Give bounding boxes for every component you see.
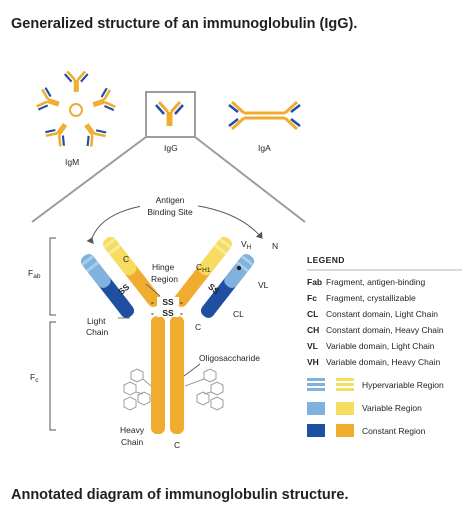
binding-site-dot bbox=[236, 265, 242, 271]
legend-hypervariable-label: Hypervariable Region bbox=[362, 380, 444, 390]
antigen-label-line1: Antigen bbox=[156, 195, 185, 205]
disulfide-bond-hinge-1: SS bbox=[162, 297, 174, 307]
left-light-chain bbox=[81, 254, 135, 318]
fab-label: Fab bbox=[28, 268, 41, 280]
igg-mini-antibody bbox=[154, 100, 185, 128]
igm-label: IgM bbox=[65, 157, 79, 167]
zoom-line-left bbox=[31, 136, 147, 223]
hinge-label-line2: Region bbox=[151, 274, 178, 284]
right-light-chain bbox=[200, 254, 254, 318]
legend-abbr-fab: Fab bbox=[307, 277, 322, 287]
disulfide-bond-hinge-2: SS bbox=[162, 308, 174, 318]
c-terminus-left-label: C bbox=[195, 322, 201, 332]
legend-heading: LEGEND bbox=[307, 255, 345, 265]
c-terminus-bottom-label: C bbox=[174, 440, 180, 450]
legend-abbr-cl: CL bbox=[307, 309, 318, 319]
legend-abbr-vl: VL bbox=[307, 341, 318, 351]
right-heavy-chain-arm bbox=[173, 236, 232, 307]
legend-desc-vh: Variable domain, Heavy Chain bbox=[326, 357, 440, 367]
zoom-line-right bbox=[194, 136, 306, 223]
n-terminus-label: N bbox=[272, 241, 278, 251]
legend-desc-cl: Constant domain, Light Chain bbox=[326, 309, 438, 319]
oligosaccharide-right bbox=[184, 368, 224, 411]
cl-label: CL bbox=[233, 309, 244, 319]
iga-dimer bbox=[228, 100, 301, 131]
legend-desc-ch: Constant domain, Heavy Chain bbox=[326, 325, 444, 335]
oligosaccharide-left bbox=[123, 368, 152, 411]
antigen-label-line2: Binding Site bbox=[147, 207, 193, 217]
vl-label: VL bbox=[258, 280, 269, 290]
svg-text:-: - bbox=[180, 297, 183, 307]
swatch-constant bbox=[307, 424, 354, 437]
light-chain-label-line1: Light bbox=[87, 316, 106, 326]
legend-desc-vl: Variable domain, Light Chain bbox=[326, 341, 435, 351]
swatch-hypervariable bbox=[307, 378, 354, 391]
c-terminus-right-label: C bbox=[123, 254, 129, 264]
iga-label: IgA bbox=[258, 143, 271, 153]
light-chain-label-line2: Chain bbox=[86, 327, 108, 337]
figure-caption: Annotated diagram of immunoglobulin stru… bbox=[11, 487, 349, 503]
svg-text:-: - bbox=[151, 308, 154, 318]
igm-pentamer bbox=[34, 70, 118, 150]
svg-text:-: - bbox=[151, 297, 154, 307]
fc-label: Fc bbox=[30, 372, 39, 384]
fc-bracket bbox=[49, 321, 56, 431]
igg-label: IgG bbox=[164, 143, 178, 153]
vh-label: VH bbox=[241, 239, 252, 251]
legend-desc-fc: Fragment, crystallizable bbox=[326, 293, 416, 303]
legend-variable-label: Variable Region bbox=[362, 403, 422, 413]
figure-title: Generalized structure of an immunoglobul… bbox=[11, 16, 358, 32]
heavy-chain-label-line2: Chain bbox=[121, 437, 143, 447]
legend: LEGEND Fab Fragment, antigen-binding Fc … bbox=[307, 255, 462, 437]
hinge-label-line1: Hinge bbox=[152, 262, 174, 272]
igg-highlight-box bbox=[145, 91, 196, 138]
svg-text:-: - bbox=[180, 308, 183, 318]
legend-abbr-fc: Fc bbox=[307, 293, 317, 303]
heavy-chain-label-line1: Heavy bbox=[120, 425, 145, 435]
legend-desc-fab: Fragment, antigen-binding bbox=[326, 277, 426, 287]
heavy-chain-stem bbox=[151, 316, 184, 434]
legend-abbr-ch: CH bbox=[307, 325, 319, 335]
oligosaccharide-label: Oligosaccharide bbox=[199, 353, 260, 363]
legend-abbr-vh: VH bbox=[307, 357, 319, 367]
swatch-variable bbox=[307, 402, 354, 415]
ch1-label: CH1 bbox=[196, 262, 211, 274]
legend-constant-label: Constant Region bbox=[362, 426, 426, 436]
left-heavy-chain-arm bbox=[103, 236, 162, 307]
fab-bracket bbox=[49, 237, 56, 316]
